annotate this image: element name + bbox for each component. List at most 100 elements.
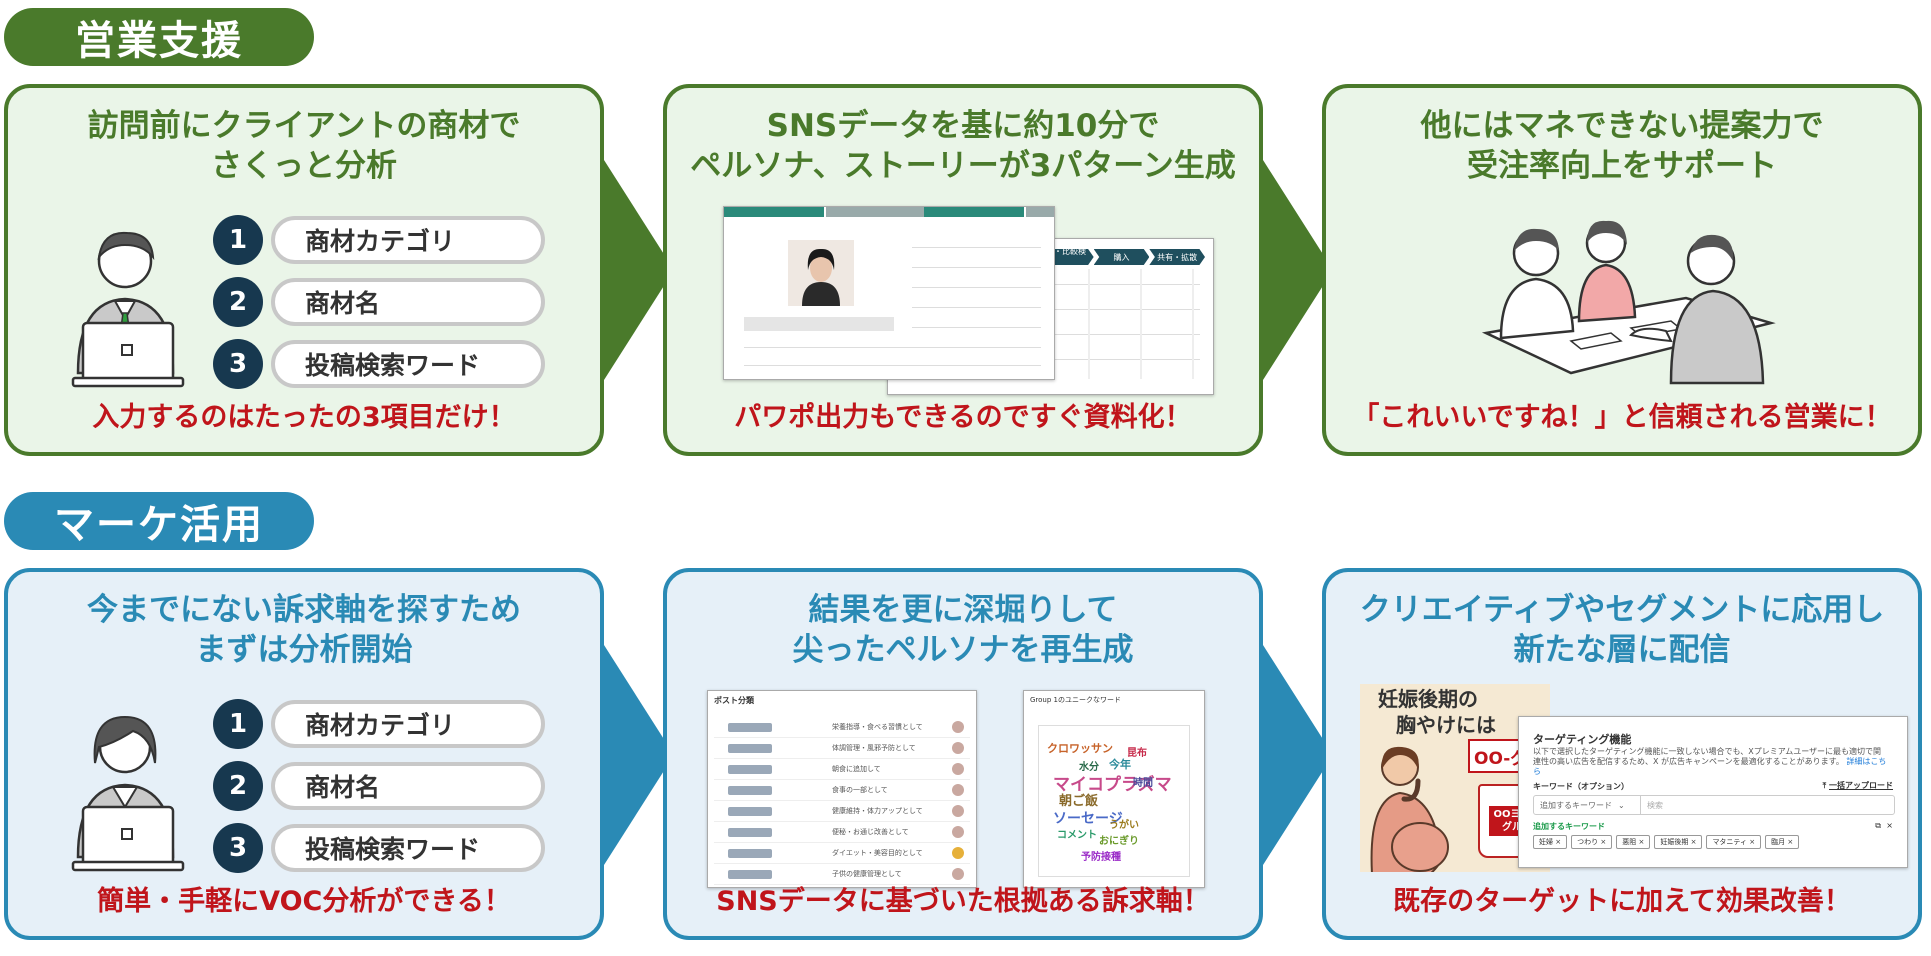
word-cloud-word: コメント: [1057, 830, 1097, 841]
post-class-row: 子供の健康管理として: [714, 864, 970, 885]
word-cloud: マイコプラズマ今年朝ご飯ソーセージクロワッサンおにぎり予防接種水分昆布時間うがい…: [1038, 725, 1190, 877]
card-caption: 「これいいですね！」と信頼される営業に！: [1352, 402, 1892, 433]
word-cloud-word: ソーセージ: [1053, 811, 1123, 827]
post-class-row: ダイエット・美容目的として: [714, 843, 970, 864]
avatar-icon: [952, 721, 964, 733]
keyword-chip[interactable]: 妊婦 ×: [1533, 835, 1568, 849]
card-caption: パワポ出力もできるのですぐ資料化！: [734, 402, 1192, 433]
word-cloud-word: うがい: [1109, 820, 1139, 831]
businessman-laptop-illustration: [71, 231, 185, 388]
story-step: 購入: [1093, 249, 1150, 265]
details-link[interactable]: 詳細はこちら: [1533, 757, 1887, 776]
keyword-chip[interactable]: 臨月 ×: [1765, 835, 1800, 849]
card-title: 訪問前にクライアントの商材でさくっと分析: [87, 108, 521, 184]
keyword-chip[interactable]: つわり ×: [1571, 835, 1613, 849]
word-cloud-word: 時間: [1133, 778, 1153, 789]
targeting-settings-screenshot: ターゲティング機能 以下で選択したターゲティング機能に一致しない場合でも、Xプレ…: [1518, 716, 1908, 868]
class-label: ダイエット・美容目的として: [832, 849, 923, 857]
card-caption: SNSデータに基づいた根拠ある訴求軸！: [716, 886, 1210, 917]
clear-icon[interactable]: ×: [1886, 821, 1893, 830]
chevron-down-icon: ⌄: [1618, 800, 1625, 810]
step-number-badge: 3: [213, 339, 263, 389]
chip-label: つわり: [1577, 838, 1599, 846]
avatar-icon: [952, 805, 964, 817]
upload-label: 一括アップロード: [1829, 781, 1893, 790]
flow-arrow: [1263, 645, 1333, 865]
avatar-icon: [952, 868, 964, 880]
input-item-label: 商材カテゴリ: [271, 700, 545, 748]
step-number-badge: 2: [213, 761, 263, 811]
remove-chip-icon[interactable]: ×: [1690, 838, 1697, 846]
pregnant-woman-illustration: [1370, 746, 1449, 872]
word-cloud-word: マイコプラズマ: [1053, 775, 1172, 795]
card-title: 今までにない訴求軸を探すためまずは分析開始: [87, 592, 521, 668]
remove-chip-icon[interactable]: ×: [1787, 838, 1794, 846]
class-tag: [728, 827, 772, 837]
flow-arrow: [604, 160, 674, 380]
word-cloud-word: クロワッサン: [1047, 742, 1113, 755]
select-value: 追加するキーワード: [1540, 800, 1612, 810]
remove-chip-icon[interactable]: ×: [1749, 838, 1756, 846]
card-caption: 簡単・手軽にVOC分析ができる！: [97, 886, 511, 917]
screenshot-title: Group 1のユニークなワード: [1030, 696, 1121, 704]
keyword-search-input[interactable]: 検索: [1647, 800, 1663, 810]
section-tag-sales: 営業支援: [4, 8, 314, 66]
upload-icon: ⤒: [1822, 781, 1827, 790]
avatar-icon: [952, 847, 964, 859]
screenshot-title: ポスト分類: [714, 696, 754, 705]
class-label: 子供の健康管理として: [832, 870, 902, 878]
post-class-row: 食事の一部として: [714, 780, 970, 801]
keyword-chips: 妊婦 ×つわり ×悪阻 ×妊娠後期 ×マタニティ ×臨月 ×: [1533, 835, 1800, 849]
sales-card-proposal: 他にはマネできない提案力で受注率向上をサポート 「これいいですね！」と信頼される…: [1322, 84, 1922, 456]
persona-portrait-icon: [802, 248, 840, 306]
word-cloud-word: 予防接種: [1081, 852, 1121, 863]
card-caption: 入力するのはたったの3項目だけ！: [92, 402, 516, 433]
chip-label: マタニティ: [1712, 838, 1748, 846]
businesswoman-laptop-illustration: [71, 715, 185, 872]
remove-chip-icon[interactable]: ×: [1638, 838, 1645, 846]
avatar-icon: [952, 763, 964, 775]
copy-icon[interactable]: ⧉: [1875, 821, 1881, 830]
remove-chip-icon[interactable]: ×: [1600, 838, 1607, 846]
class-tag: [728, 869, 772, 879]
post-class-row: 朝食に追加して: [714, 759, 970, 780]
marketing-card-targeting: クリエイティブやセグメントに応用し新たな層に配信 妊娠後期の 胸やけには OO-…: [1322, 568, 1922, 940]
bulk-upload-button[interactable]: ⤒ 一括アップロード: [1823, 780, 1893, 791]
word-cloud-word: 今年: [1109, 758, 1131, 771]
word-cloud-screenshot: Group 1のユニークなワード マイコプラズマ今年朝ご飯ソーセージクロワッサン…: [1023, 690, 1205, 888]
input-item-label: 商材名: [271, 278, 545, 326]
card-title: 他にはマネできない提案力で受注率向上をサポート: [1420, 108, 1824, 184]
post-class-row: 健康維持・体力アップとして: [714, 801, 970, 822]
targeting-title: ターゲティング機能: [1533, 733, 1632, 746]
chip-label: 悪阻: [1622, 838, 1637, 846]
persona-profile-screenshot: [723, 206, 1055, 380]
class-label: 食事の一部として: [832, 786, 888, 794]
keyword-chip[interactable]: 妊娠後期 ×: [1654, 835, 1703, 849]
keyword-chip[interactable]: 悪阻 ×: [1616, 835, 1651, 849]
class-tag: [728, 806, 772, 816]
added-keywords-label: 追加するキーワード: [1533, 822, 1605, 831]
keyword-type-select[interactable]: 追加するキーワード ⌄: [1534, 796, 1641, 814]
flow-arrow: [1263, 160, 1333, 380]
class-tag: [728, 722, 772, 732]
class-tag: [728, 743, 772, 753]
marketing-card-deepdive: 結果を更に深堀りして尖ったペルソナを再生成 ポスト分類 栄養指導・食べる習慣とし…: [663, 568, 1263, 940]
avatar-icon: [952, 742, 964, 754]
keyword-chip[interactable]: マタニティ ×: [1706, 835, 1762, 849]
class-label: 体調管理・風邪予防として: [832, 744, 916, 752]
post-class-row: 体調管理・風邪予防として: [714, 738, 970, 759]
chip-label: 妊娠後期: [1660, 838, 1689, 846]
post-class-row: 栄養指導・食べる習慣として: [714, 717, 970, 738]
remove-chip-icon[interactable]: ×: [1555, 838, 1562, 846]
step-number-badge: 1: [213, 699, 263, 749]
